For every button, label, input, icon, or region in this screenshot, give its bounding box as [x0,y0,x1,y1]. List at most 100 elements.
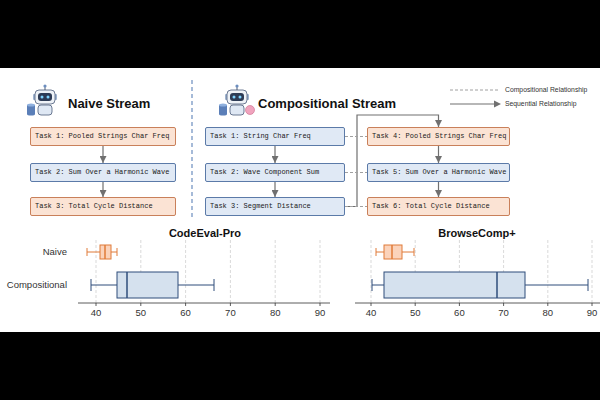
robot-eye [41,96,44,99]
process-box: Task 1: String Char Freq [205,127,345,146]
sequential-arrow [438,146,439,163]
axis-tick [503,303,504,306]
whisker [372,285,384,286]
whisker-cap [588,279,589,291]
grid-line [547,240,548,303]
axis-tick [371,303,372,306]
axis-tick [230,303,231,306]
separator-line [191,80,192,220]
median-line [496,272,498,298]
axis-tick [459,303,460,306]
whisker [178,285,214,286]
process-box: Task 5: Sum Over a Harmonic Wave [367,163,510,182]
axis-tick [140,303,141,306]
whisker-cap [376,248,377,256]
box-text: Task 3: Total Cycle Distance [35,203,153,211]
grid-line [185,240,186,303]
iqr-box [384,272,525,298]
naive-boxplot [376,245,414,259]
whisker [111,252,117,253]
process-box: Task 2: Sum Over a Harmonic Wave [30,163,176,182]
database-bottom [27,112,35,115]
axis-tick [592,303,593,306]
axis-tick [547,303,548,306]
robot-icon [219,84,255,115]
process-box: Task 4: Pooled Strings Char Freq [367,127,510,146]
x-axis [355,303,600,304]
robot-eye [239,96,242,99]
axis-tick [320,303,321,306]
database-bottom [219,112,227,115]
robot-eye [233,96,236,99]
legend-dashed-sample [450,90,500,91]
whisker-cap [87,248,88,256]
whisker [402,252,414,253]
tick-label: 60 [454,308,465,318]
iqr-box [100,245,111,259]
tick-label: 80 [543,308,554,318]
robot-visor [38,93,52,101]
process-box: Task 1: Pooled Strings Char Freq [30,127,176,146]
sequential-arrow [274,182,275,197]
whisker [376,252,384,253]
legend-text: Sequential Relationship [505,101,576,108]
compositional-link [345,206,367,207]
grid-line [230,240,231,303]
robot-antenna-tip [235,84,238,87]
grid-line [592,240,593,303]
robot-body [38,105,52,115]
box-text: Task 1: String Char Freq [210,133,311,141]
tick-label: 90 [315,308,326,318]
row-label: Compositional [7,280,67,290]
median-line [126,272,128,298]
robot-eye [47,96,50,99]
process-box: Task 3: Segment Distance [205,197,345,216]
tick-label: 70 [498,308,509,318]
x-axis [78,303,330,304]
stream-heading: Compositional Stream [258,97,396,110]
tick-label: 50 [136,308,147,318]
median-line [391,245,393,259]
grid-lines [96,240,320,303]
robot-visor [230,93,244,101]
axis-tick [185,303,186,306]
box-text: Task 6: Total Cycle Distance [372,203,490,211]
legend-arrow-sample [450,103,495,104]
axis-tick [415,303,416,306]
brain-symbol [246,106,255,115]
compositional-boxplot [372,272,588,298]
box-text: Task 2: Sum Over a Harmonic Wave [35,169,169,177]
sequential-arrow [438,182,439,197]
legend-arrow-head [494,101,501,108]
iqr-box [117,272,178,298]
box-text: Task 4: Pooled Strings Char Freq [372,133,506,141]
sequential-arrow [345,115,439,207]
robot-body [230,105,244,115]
axis-tick [275,303,276,306]
compositional-link [345,136,367,137]
naive-boxplot [87,245,117,259]
tick-label: 60 [180,308,191,318]
grid-line [96,240,97,303]
whisker [91,285,117,286]
tick-label: 70 [225,308,236,318]
whisker [525,285,588,286]
white-panel [0,68,600,332]
tick-label: 80 [270,308,281,318]
whisker [87,252,100,253]
process-box: Task 3: Total Cycle Distance [30,197,176,216]
stream-heading: Naive Stream [68,97,150,110]
whisker-cap [117,248,118,256]
box-text: Task 5: Sum Over a Harmonic Wave [372,169,506,177]
chart-title: CodeEval-Pro [169,228,241,239]
whisker-cap [414,248,415,256]
robot-icon [27,84,57,115]
sequential-arrow [102,146,103,163]
chart-title: BrowseComp+ [438,228,515,239]
sequential-arrow [102,182,103,197]
tick-label: 90 [587,308,598,318]
whisker-cap [214,279,215,291]
iqr-box [384,245,402,259]
